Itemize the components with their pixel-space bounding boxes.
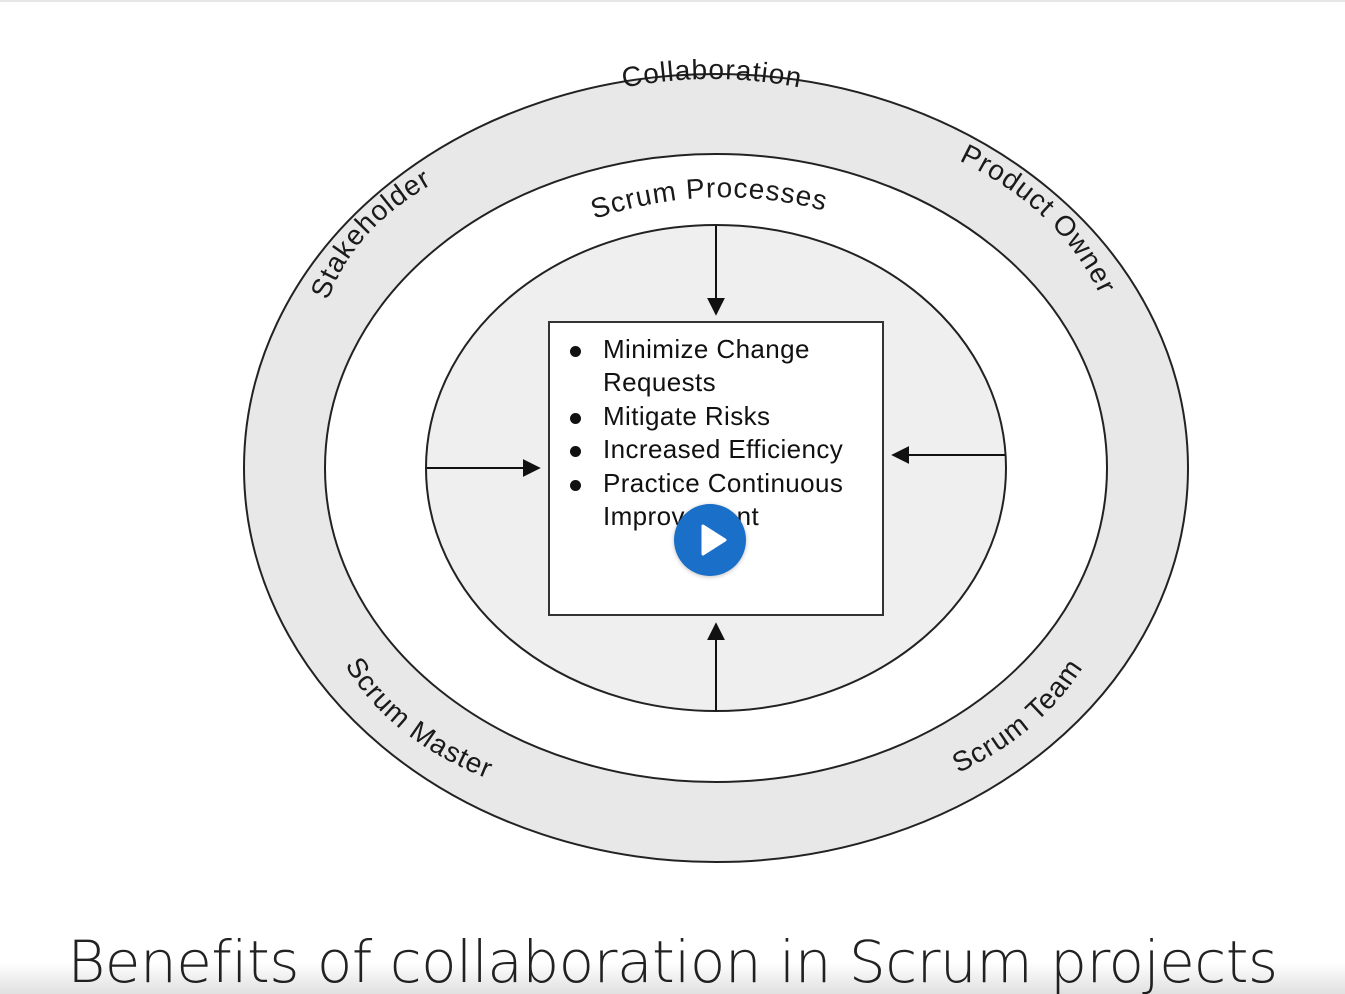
play-icon [701,524,727,556]
benefits-list: Minimize Change Requests Mitigate Risks … [566,333,874,533]
top-divider [0,0,1345,2]
play-button[interactable] [674,504,746,576]
benefit-item: Minimize Change Requests [566,333,874,400]
benefit-item: Mitigate Risks [566,400,874,433]
benefit-item: Increased Efficiency [566,433,874,466]
slide-caption: Benefits of collaboration in Scrum proje… [67,928,1278,994]
